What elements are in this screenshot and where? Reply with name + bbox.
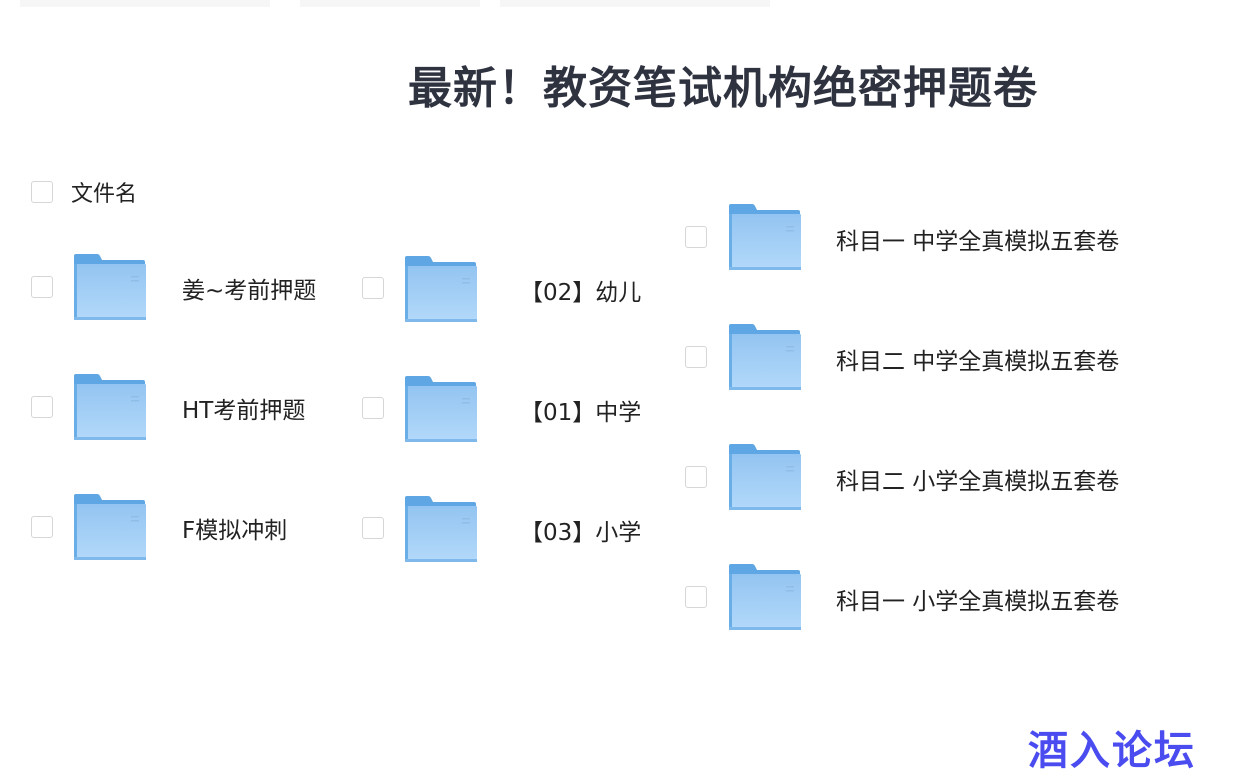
top-cropped-strip [0,0,800,8]
file-name[interactable]: F模拟冲刺 [182,518,288,544]
select-all-checkbox[interactable] [31,181,53,203]
folder-icon [728,444,802,510]
file-name[interactable]: 【03】小学 [520,520,642,546]
page-title: 最新！教资笔试机构绝密押题卷 [408,63,1038,114]
folder-icon [404,256,478,322]
file-checkbox[interactable] [685,226,707,248]
file-checkbox[interactable] [31,516,53,538]
folder-icon [728,324,802,390]
file-checkbox[interactable] [685,466,707,488]
file-name[interactable]: 【02】幼儿 [520,280,642,306]
file-checkbox[interactable] [362,397,384,419]
file-checkbox[interactable] [362,517,384,539]
file-name[interactable]: 科目二 中学全真模拟五套卷 [836,349,1120,375]
folder-icon [728,204,802,270]
file-name[interactable]: 科目一 中学全真模拟五套卷 [836,229,1120,255]
file-checkbox[interactable] [31,396,53,418]
file-name[interactable]: 科目二 小学全真模拟五套卷 [836,469,1120,495]
file-checkbox[interactable] [685,586,707,608]
folder-icon [73,494,147,560]
file-checkbox[interactable] [362,277,384,299]
file-checkbox[interactable] [685,346,707,368]
folder-icon [73,374,147,440]
folder-icon [404,376,478,442]
folder-icon [73,254,147,320]
column-header-filename: 文件名 [71,182,138,207]
file-name[interactable]: 科目一 小学全真模拟五套卷 [836,589,1120,615]
file-checkbox[interactable] [31,276,53,298]
file-name[interactable]: 【01】中学 [520,400,642,426]
file-name[interactable]: 姜~考前押题 [182,278,317,304]
folder-icon [728,564,802,630]
file-name[interactable]: HT考前押题 [182,398,306,424]
folder-icon [404,496,478,562]
watermark-logo: 酒入论坛 [1028,728,1196,774]
